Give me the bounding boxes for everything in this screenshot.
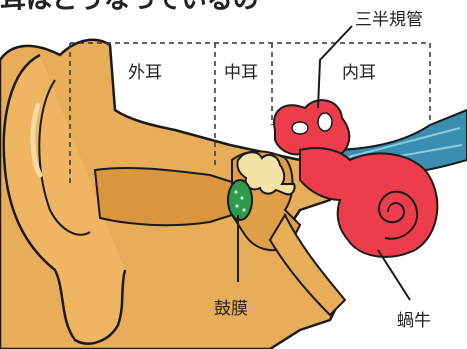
label-cochlea: 蝸牛 <box>397 311 431 331</box>
leader-cochlea <box>378 250 410 300</box>
ear-canal <box>95 168 232 225</box>
label-eardrum: 鼓膜 <box>214 299 248 319</box>
label-middle-ear: 中耳 <box>224 63 258 83</box>
header-title-fragment: 耳はどうなっているの <box>0 0 259 15</box>
eardrum <box>228 180 252 220</box>
label-inner-ear: 内耳 <box>342 63 376 83</box>
label-semicircular-canals: 三半規管 <box>355 10 423 30</box>
label-outer-ear: 外耳 <box>128 63 162 83</box>
